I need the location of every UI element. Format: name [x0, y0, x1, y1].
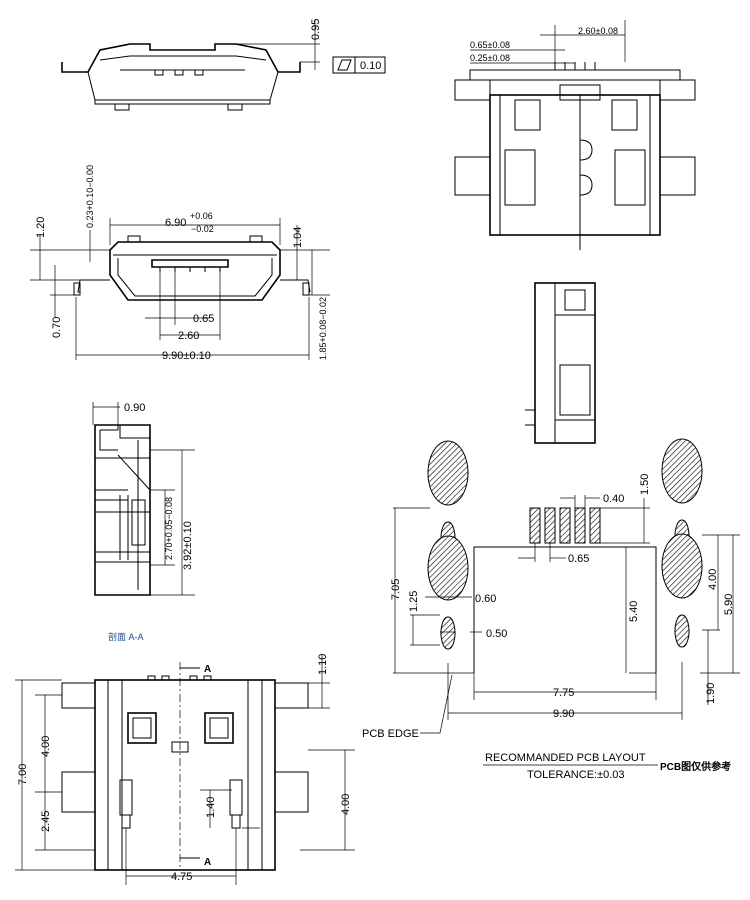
dim-0-90: 0.90: [124, 402, 145, 414]
section-mark-bottom: A: [204, 857, 211, 868]
pcb-edge-label: PCB EDGE: [362, 728, 419, 740]
pcb-tolerance: TOLERANCE:±0.03: [527, 769, 625, 781]
front-top-view: 0.95 0.10: [61, 19, 386, 111]
pcb-dim-5-40: 5.40: [628, 601, 640, 622]
pcb-note: PCB图仅供参考: [660, 760, 731, 773]
dim-1-10: 1.10: [317, 654, 329, 675]
dim-2-60-top: 2.60±0.08: [578, 26, 618, 36]
dim-2-45: 2.45: [40, 811, 52, 832]
flatness-value: 0.10: [360, 60, 381, 72]
pcb-dim-0-65: 0.65: [568, 553, 589, 565]
pcb-dim-0-60: 0.60: [475, 593, 496, 605]
pcb-dim-1-50: 1.50: [639, 474, 651, 495]
pcb-dim-9-90: 9.90: [553, 708, 574, 720]
dim-4-75: 4.75: [171, 871, 192, 883]
front-view: 6.90 +0.06 −0.02 1.20 0.23+0.10−0.00 0.7…: [30, 165, 330, 362]
flatness-icon: [337, 59, 352, 71]
pcb-dim-7-75: 7.75: [553, 687, 574, 699]
pcb-dim-1-25: 1.25: [408, 591, 420, 612]
dim-0-95: 0.95: [310, 19, 322, 40]
dim-1-85: 1.85+0.08−0.02: [318, 297, 328, 360]
dim-7-00: 7.00: [17, 764, 29, 785]
bottom-view: A A 1.10 7.00 4.00 2.45 1.40 4.00 4.75: [15, 654, 355, 885]
top-view: 2.60±0.08 0.65±0.08 0.25±0.08: [454, 20, 696, 250]
dim-6-90-tol-minus: −0.02: [191, 224, 214, 234]
dim-0-70: 0.70: [51, 317, 63, 338]
pcb-pads: [427, 438, 703, 650]
pcb-dim-4-00: 4.00: [707, 569, 719, 590]
dim-2-70: 2.70+0.05−0.08: [164, 497, 174, 560]
dim-1-04: 1.04: [292, 227, 304, 248]
pcb-dim-1-90: 1.90: [705, 683, 717, 704]
pcb-dim-7-05: 7.05: [390, 579, 402, 600]
pcb-layout-title: RECOMMANDED PCB LAYOUT: [485, 752, 646, 764]
pcb-dim-5-90: 5.90: [723, 594, 735, 615]
section-caption: 剖面 A-A: [108, 631, 144, 642]
pcb-layout: 7.05 1.50 0.40 0.65 1.25 0.60 0.50 5.40 …: [362, 438, 740, 781]
dim-6-90-tol-plus: +0.06: [190, 211, 213, 221]
dim-0-65-top: 0.65±0.08: [470, 40, 510, 50]
dim-1-20: 1.20: [35, 217, 47, 238]
dim-6-90: 6.90: [165, 217, 186, 229]
pcb-dim-0-40: 0.40: [603, 493, 624, 505]
dim-1-40: 1.40: [205, 797, 217, 818]
dim-0-65: 0.65: [193, 313, 214, 325]
dim-4-00-right: 4.00: [340, 794, 352, 815]
dim-0-25-top: 0.25±0.08: [470, 53, 510, 63]
pcb-dim-0-50: 0.50: [486, 628, 507, 640]
side-view: [525, 282, 596, 444]
dim-3-92: 3.92±0.10: [182, 521, 194, 570]
dim-2-60: 2.60: [178, 330, 199, 342]
section-mark-top: A: [204, 664, 211, 675]
dim-4-00-left: 4.00: [40, 736, 52, 757]
section-view: 0.90 2.70+0.05−0.08 3.92±0.10 剖面 A-A: [92, 402, 195, 642]
dim-9-90: 9.90±0.10: [162, 350, 211, 362]
dim-0-23: 0.23+0.10−0.00: [85, 165, 95, 228]
